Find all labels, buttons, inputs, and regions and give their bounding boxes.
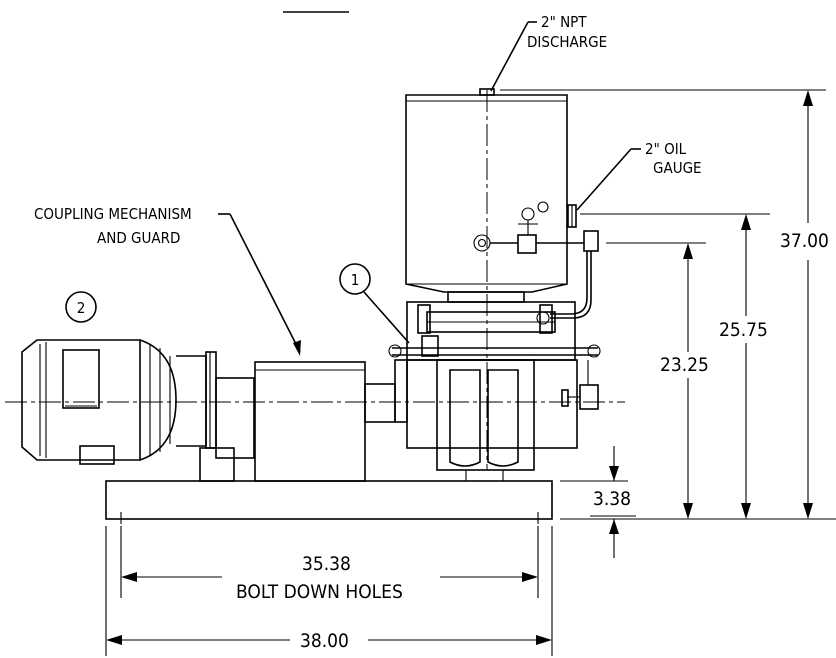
pump-body xyxy=(388,301,601,481)
balloon-1-leader xyxy=(363,291,410,344)
discharge-label-line2: DISCHARGE xyxy=(527,33,607,51)
oil-gauge-label-line1: 2" OIL xyxy=(645,140,687,158)
coupling-leader xyxy=(218,213,301,356)
dimension-25-lines xyxy=(580,213,770,519)
oil-gauge-label-line2: GAUGE xyxy=(653,159,702,177)
dimension-37-lines xyxy=(500,89,826,519)
balloon-2-label: 2 xyxy=(77,299,86,317)
discharge-leader xyxy=(490,21,537,92)
balloon-1-circle xyxy=(339,263,371,295)
discharge-label-line1: 2" NPT xyxy=(541,13,587,31)
dimension-35-lines xyxy=(120,526,539,598)
dimension-35-label: BOLT DOWN HOLES xyxy=(236,581,403,603)
oil-gauge-leader xyxy=(576,148,641,211)
dimension-38-lines xyxy=(105,526,553,656)
dimension-23-lines xyxy=(606,242,706,519)
coupling-label-line1: COUPLING MECHANISM xyxy=(34,205,192,223)
oil-tank xyxy=(405,88,599,325)
balloon-1-label: 1 xyxy=(351,271,360,289)
dimension-38: 38.00 xyxy=(300,630,349,652)
dimension-37: 37.00 xyxy=(780,230,829,252)
base-skid xyxy=(105,480,553,524)
dimension-3: 3.38 xyxy=(593,488,631,510)
coupling-label-line2: AND GUARD xyxy=(97,229,180,247)
balloon-2-circle xyxy=(65,291,97,323)
coupling-guard xyxy=(254,359,408,482)
dimension-23: 23.25 xyxy=(660,354,709,376)
motor xyxy=(21,339,255,482)
dimension-25: 25.75 xyxy=(719,319,768,341)
dimension-3-lines xyxy=(560,446,836,558)
dimension-35: 35.38 xyxy=(302,553,351,575)
